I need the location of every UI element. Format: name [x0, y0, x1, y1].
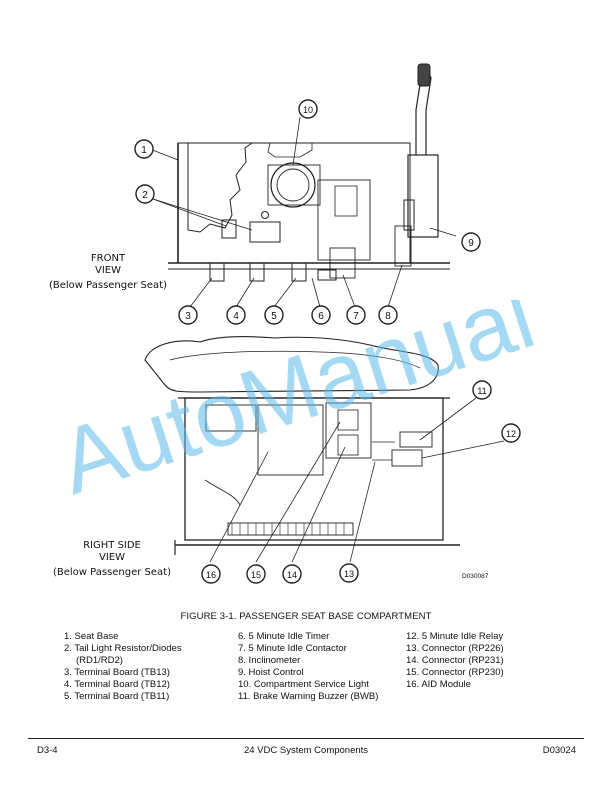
legend-item: 7. 5 Minute Idle Contactor — [238, 643, 347, 655]
legend-item: 13. Connector (RP226) — [406, 643, 504, 655]
svg-text:12: 12 — [506, 429, 516, 439]
callout-11: 11 — [472, 380, 492, 400]
legend-item: 3. Terminal Board (TB13) — [64, 667, 170, 679]
svg-text:3: 3 — [185, 311, 191, 322]
svg-text:10: 10 — [303, 105, 313, 115]
legend-item: 15. Connector (RP230) — [406, 667, 504, 679]
callout-16: 16 — [201, 564, 221, 584]
callout-14: 14 — [282, 564, 302, 584]
callout-8: 8 — [378, 305, 398, 325]
legend-item: 10. Compartment Service Light — [238, 679, 369, 691]
callout-bubbles: 1 2 3 4 5 6 7 8 9 10 11 12 13 14 15 16 — [134, 99, 521, 584]
svg-text:FRONT: FRONT — [91, 253, 126, 264]
svg-text:VIEW: VIEW — [95, 265, 121, 276]
footer-section-title: 24 VDC System Components — [243, 745, 369, 756]
svg-text:14: 14 — [287, 570, 297, 580]
callout-12: 12 — [501, 423, 521, 443]
front-view-label: FRONT VIEW (Below Passenger Seat) — [49, 253, 167, 291]
figure-drawing: FRONT VIEW (Below Passenger Seat) RIGHT … — [49, 63, 521, 584]
legend-item: 8. Inclinometer — [238, 655, 301, 667]
legend-item: (RD1/RD2) — [76, 655, 123, 667]
footer-doc-number: D03024 — [542, 745, 576, 756]
front-view-drawing — [149, 63, 457, 308]
svg-text:4: 4 — [233, 311, 239, 322]
legend-item: 2. Tail Light Resistor/Diodes — [64, 643, 182, 655]
legend-item: 14. Connector (RP231) — [406, 655, 504, 667]
legend-column-2: 6. 5 Minute Idle Timer 7. 5 Minute Idle … — [238, 631, 378, 704]
side-view-label: RIGHT SIDE VIEW (Below Passenger Seat) — [53, 540, 171, 578]
callout-13: 13 — [339, 563, 359, 583]
legend-item: 6. 5 Minute Idle Timer — [238, 631, 330, 642]
svg-text:VIEW: VIEW — [99, 552, 125, 563]
callout-2: 2 — [135, 184, 155, 204]
footer-page-number: D3-4 — [37, 745, 58, 756]
svg-text:5: 5 — [271, 311, 277, 322]
legend-item: 12. 5 Minute Idle Relay — [406, 631, 504, 642]
callout-7: 7 — [346, 305, 366, 325]
legend-item: 5. Terminal Board (TB11) — [64, 691, 170, 703]
legend-item: 4. Terminal Board (TB12) — [64, 679, 170, 691]
callout-5: 5 — [264, 305, 284, 325]
figure-caption: FIGURE 3-1. PASSENGER SEAT BASE COMPARTM… — [180, 611, 432, 622]
svg-text:RIGHT SIDE: RIGHT SIDE — [83, 540, 141, 551]
svg-text:(Below Passenger Seat): (Below Passenger Seat) — [53, 567, 171, 578]
legend-column-1: 1. Seat Base 2. Tail Light Resistor/Diod… — [64, 631, 182, 704]
svg-text:16: 16 — [206, 570, 216, 580]
svg-text:11: 11 — [477, 386, 486, 396]
svg-text:2: 2 — [142, 190, 148, 201]
callout-4: 4 — [226, 305, 246, 325]
callout-9: 9 — [461, 232, 481, 252]
svg-text:9: 9 — [468, 238, 474, 249]
legend-item: 16. AID Module — [406, 679, 471, 691]
svg-text:15: 15 — [251, 570, 261, 580]
svg-text:6: 6 — [318, 311, 324, 322]
svg-text:(Below Passenger Seat): (Below Passenger Seat) — [49, 280, 167, 291]
svg-text:8: 8 — [385, 311, 391, 322]
svg-text:13: 13 — [344, 569, 354, 579]
footer-rule — [28, 738, 584, 739]
callout-1: 1 — [134, 139, 154, 159]
callout-6: 6 — [311, 305, 331, 325]
callout-3: 3 — [178, 305, 198, 325]
svg-text:1: 1 — [141, 145, 147, 156]
legend-item: 1. Seat Base — [64, 631, 119, 642]
side-view-drawing — [144, 335, 505, 563]
legend-item: 11. Brake Warning Buzzer (BWB) — [238, 691, 379, 703]
callout-15: 15 — [246, 564, 266, 584]
callout-10: 10 — [298, 99, 318, 119]
drawing-number: D030087 — [462, 573, 489, 580]
legend-item: 9. Hoist Control — [238, 667, 304, 679]
legend-column-3: 12. 5 Minute Idle Relay 13. Connector (R… — [406, 631, 504, 691]
svg-text:7: 7 — [353, 311, 359, 322]
